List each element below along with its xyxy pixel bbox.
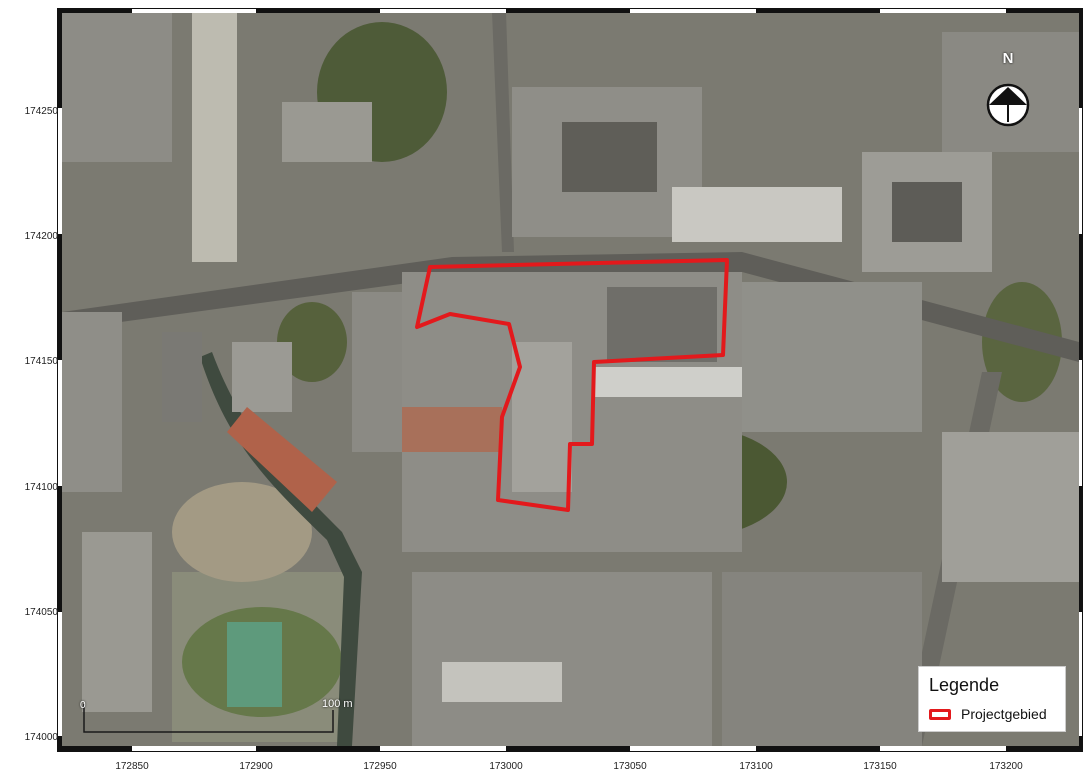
building bbox=[62, 12, 172, 162]
aerial-map[interactable] bbox=[62, 12, 1079, 746]
tile-roof bbox=[402, 407, 502, 452]
scale-bar-start-label: 0 bbox=[80, 700, 86, 711]
building bbox=[722, 572, 922, 746]
courtyard bbox=[562, 122, 657, 192]
y-coordinate-label: 174050 bbox=[24, 607, 58, 618]
legend-label-project-area: Projectgebied bbox=[961, 706, 1047, 722]
north-arrow-icon bbox=[986, 83, 1030, 127]
main-street bbox=[62, 252, 1079, 362]
tile-roof bbox=[227, 407, 337, 512]
building bbox=[942, 432, 1079, 582]
map-legend: Legende Projectgebied bbox=[918, 666, 1066, 732]
scale-bar-end-label: 100 m bbox=[322, 698, 353, 710]
building bbox=[672, 187, 842, 242]
y-coordinate-label: 174250 bbox=[24, 106, 58, 117]
x-coordinate-label: 172950 bbox=[363, 761, 397, 772]
building bbox=[592, 367, 742, 397]
y-coordinate-label: 174200 bbox=[24, 231, 58, 242]
sand-area bbox=[172, 482, 312, 582]
y-coordinate-label: 174000 bbox=[24, 732, 58, 743]
aerial-photo bbox=[62, 12, 1079, 746]
x-coordinate-label: 173100 bbox=[739, 761, 773, 772]
sports-field bbox=[227, 622, 282, 707]
courtyard bbox=[892, 182, 962, 242]
x-coordinate-label: 173000 bbox=[489, 761, 523, 772]
x-coordinate-label: 172850 bbox=[115, 761, 149, 772]
roof bbox=[607, 287, 717, 362]
building bbox=[742, 282, 922, 432]
building bbox=[352, 292, 402, 452]
x-coordinate-label: 173200 bbox=[989, 761, 1023, 772]
building bbox=[232, 342, 292, 412]
x-coordinate-label: 172900 bbox=[239, 761, 273, 772]
y-coordinate-label: 174150 bbox=[24, 356, 58, 367]
building bbox=[192, 12, 237, 262]
y-coordinate-label: 174100 bbox=[24, 482, 58, 493]
legend-title: Legende bbox=[929, 675, 1000, 695]
canal bbox=[200, 352, 362, 746]
scale-bar bbox=[83, 704, 334, 733]
construction-site bbox=[82, 532, 152, 712]
legend-swatch-project-area bbox=[929, 709, 951, 720]
building bbox=[412, 572, 712, 746]
tree-cluster bbox=[277, 302, 347, 382]
building bbox=[62, 312, 122, 492]
side-street bbox=[492, 12, 514, 252]
project-boundary bbox=[415, 258, 729, 512]
building bbox=[442, 662, 562, 702]
x-coordinate-label: 173050 bbox=[613, 761, 647, 772]
building bbox=[162, 332, 202, 422]
building bbox=[282, 102, 372, 162]
north-label: N bbox=[1002, 50, 1014, 67]
x-coordinate-label: 173150 bbox=[863, 761, 897, 772]
